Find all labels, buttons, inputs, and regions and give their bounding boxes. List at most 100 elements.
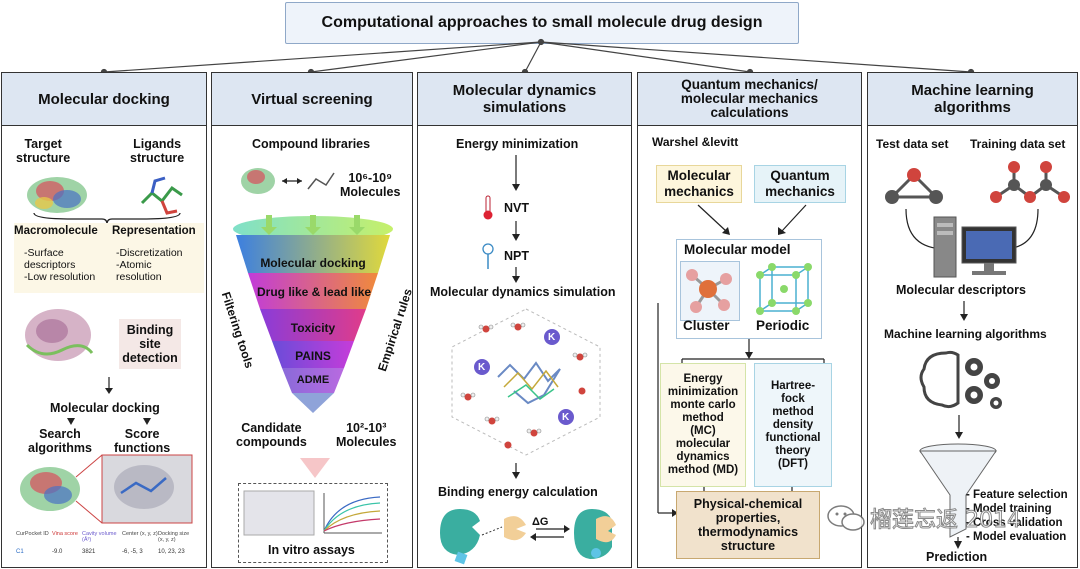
panel-qm-mm: Quantum mechanics/ molecular mechanics c… <box>637 72 862 568</box>
quantum-mechanics-box: Quantum mechanics <box>754 165 846 203</box>
representation-box <box>14 223 204 293</box>
cluster-molecule-image <box>686 269 732 313</box>
arrow-md-4 <box>512 463 520 479</box>
simulation-box-image <box>451 308 601 456</box>
physical-chemical-result-box: Physical-chemical properties, thermodyna… <box>676 491 820 559</box>
panel-machine-learning: Machine learning algorithms Test data se… <box>867 72 1078 568</box>
table-row: C1 -9.0 3821 -6, -5, 3 10, 23, 23 <box>16 549 196 555</box>
watermark-text: 榴莲忘返 2014 <box>870 508 1022 534</box>
table-header-cell: CurPocket ID <box>16 531 49 537</box>
arrow-ml-2 <box>955 415 963 439</box>
md-step-nvt: NVT <box>504 201 529 215</box>
down-triangle <box>300 458 330 478</box>
md-step-npt: NPT <box>504 249 529 263</box>
table-header-row: CurPocket ID Vina score Cavity volume (Å… <box>16 531 196 543</box>
panel-virtual-screening: Virtual screening Compound libraries 10⁶… <box>211 72 415 568</box>
computer-icon <box>933 216 1017 278</box>
funnel-stage-adme: ADME <box>296 374 330 386</box>
prediction-label: Prediction <box>926 550 988 564</box>
md-step-binding-energy: Binding energy calculation <box>438 485 598 499</box>
representation-label: Representation <box>112 225 196 237</box>
table-cell: 10, 23, 23 <box>158 549 185 555</box>
table-cell: -6, -5, 3 <box>122 549 143 555</box>
ml-step-feature-selection: - Feature selection <box>966 489 1068 501</box>
assay-curve-chart <box>323 493 382 534</box>
docking-result-image <box>20 454 193 524</box>
macromolecule-items: -Surface descriptors -Low resolution <box>24 247 96 283</box>
arrow-model-to-methods <box>745 339 753 359</box>
test-data-set-label: Test data set <box>876 137 949 151</box>
test-molecule-image <box>885 168 943 204</box>
protein-structure-image <box>27 177 87 213</box>
ml-step-model-evaluation: - Model evaluation <box>966 531 1067 543</box>
md-step-simulation: Molecular dynamics simulation <box>430 285 616 299</box>
title-connectors <box>100 38 975 76</box>
training-molecule-image <box>990 161 1070 203</box>
brain-gears-icon <box>919 350 1002 409</box>
table-header-cell: Center (x, y, z) <box>122 531 158 537</box>
md-step-energy-minimization: Energy minimization <box>456 137 579 151</box>
molecules-bottom-label: 10²-10³ Molecules <box>336 421 397 449</box>
table-cell: -9.0 <box>52 549 63 555</box>
cluster-label: Cluster <box>683 318 730 333</box>
watermark: 榴莲忘返 2014 <box>826 502 1021 534</box>
table-header-cell: Cavity volume (Å³) <box>82 531 117 543</box>
arrows-to-model <box>697 204 807 235</box>
qm-methods-box: Hartree- fock method density functional … <box>754 363 832 487</box>
thermometer-icon <box>483 195 493 220</box>
table-cell: C1 <box>16 549 24 555</box>
funnel-stage-pains: PAINS <box>295 349 331 363</box>
funnel-stage-docking: Molecular docking <box>260 256 366 270</box>
arrow-ml-1 <box>960 301 968 321</box>
arrow-ml-3 <box>954 541 962 549</box>
screening-funnel <box>233 215 393 413</box>
funnel-stage-druglike: Drug like & lead like <box>257 285 372 299</box>
assays-box <box>238 483 388 563</box>
ml-algorithms-label: Machine learning algorithms <box>884 327 1047 341</box>
panel-heading-md: Molecular dynamics simulations <box>418 73 631 126</box>
ml-funnel-icon <box>919 443 997 543</box>
ion-label-k-1: K <box>548 332 556 343</box>
panel-heading-qmmm: Quantum mechanics/ molecular mechanics c… <box>638 73 861 126</box>
compound-libraries-label: Compound libraries <box>252 137 371 151</box>
arrow-md-2 <box>512 221 520 241</box>
arrow-md-3 <box>512 267 520 283</box>
table-header-cell: Docking size (x, y, z) <box>158 531 190 543</box>
periodic-lattice-image <box>756 263 812 315</box>
diagram-title: Computational approaches to small molecu… <box>285 2 799 44</box>
target-structure-label: Target structure <box>16 137 71 165</box>
panel-heading-screening: Virtual screening <box>212 73 412 126</box>
well-plate-image <box>243 490 315 536</box>
delta-g-label: ΔG <box>532 516 549 528</box>
table-cell: 3821 <box>82 549 96 555</box>
ml-step-model-training: - Model training <box>966 503 1052 515</box>
molecular-model-box <box>676 239 822 339</box>
molecular-mechanics-box: Molecular mechanics <box>656 165 742 203</box>
ion-label-k-3: K <box>562 412 570 423</box>
panel-heading-ml: Machine learning algorithms <box>868 73 1077 126</box>
ligand-structure-image <box>140 176 183 215</box>
protein-surface-image <box>25 309 94 361</box>
ion-label-k-2: K <box>478 362 486 373</box>
library-molecules-image <box>241 168 335 194</box>
binding-illustration <box>440 509 616 565</box>
mm-methods-box: Energy minimization monte carlo method (… <box>660 363 746 487</box>
warshel-levitt-label: Warshel &levitt <box>652 135 739 149</box>
search-algorithms-label: Search algorithms <box>28 427 92 455</box>
molecular-descriptors-label: Molecular descriptors <box>896 283 1026 297</box>
docking-results-table: CurPocket ID Vina score Cavity volume (Å… <box>16 531 196 563</box>
representation-items: -Discretization -Atomic resolution <box>116 247 183 283</box>
molecules-top-label: 10⁶-10⁹ Molecules <box>340 171 401 199</box>
in-vitro-assays-label: In vitro assays <box>268 543 355 557</box>
ml-step-cross-validation: - Cross validation <box>966 517 1063 529</box>
training-data-set-label: Training data set <box>970 137 1066 151</box>
macromolecule-label: Macromolecule <box>14 225 98 237</box>
arrow-docking-1 <box>105 377 113 394</box>
table-header-cell: Vina score <box>52 531 78 537</box>
wechat-icon <box>827 505 865 531</box>
funnel-stage-toxicity: Toxicity <box>290 321 336 335</box>
periodic-label: Periodic <box>756 318 810 333</box>
candidate-compounds-label: Candidate compounds <box>236 421 307 449</box>
arrow-score <box>143 418 151 425</box>
arrow-md-1 <box>512 155 520 191</box>
